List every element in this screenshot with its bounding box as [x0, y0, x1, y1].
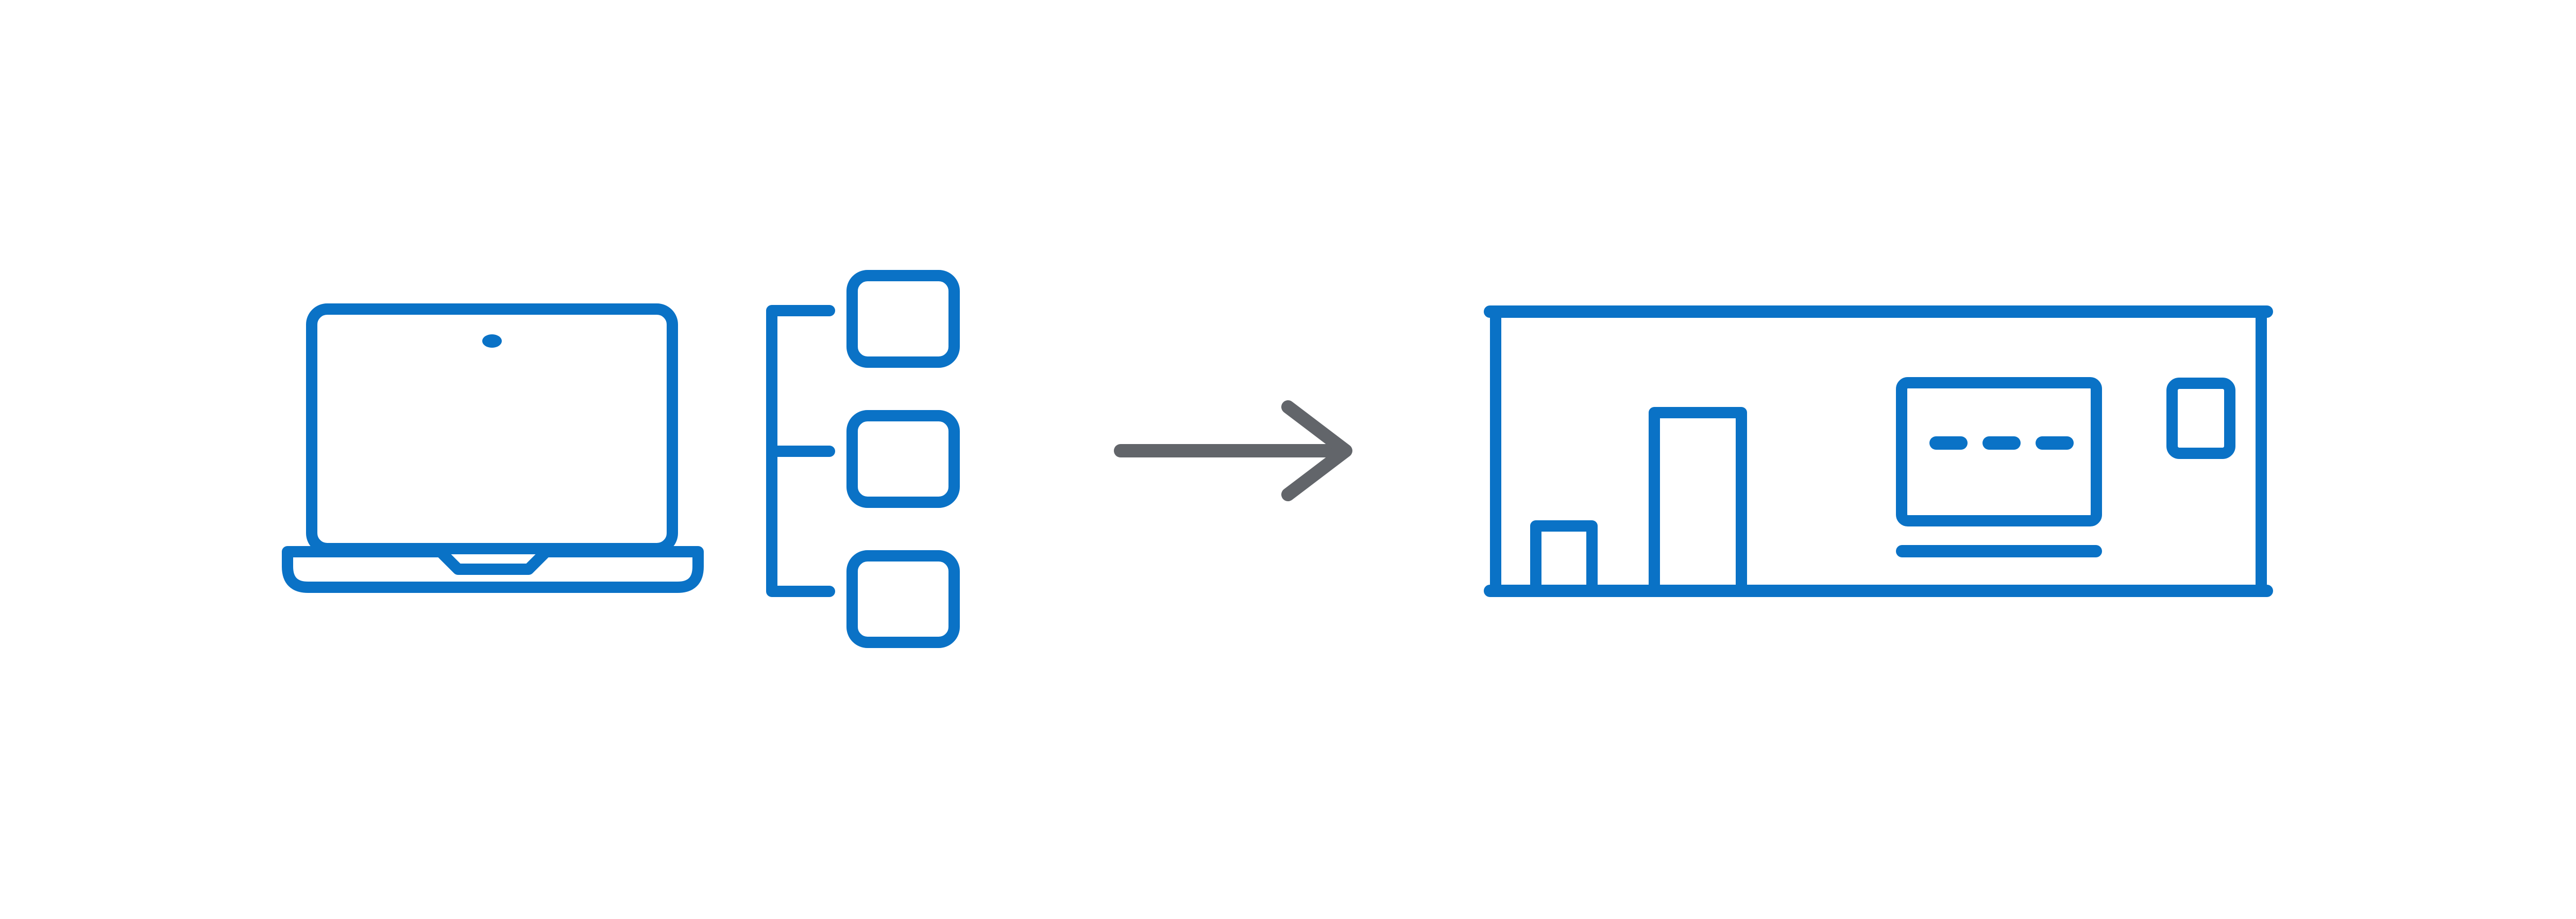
card-underline	[1896, 545, 2102, 557]
bar-chart-column-short	[1530, 520, 1598, 597]
dashboard-side-tile	[2166, 378, 2235, 459]
laptop-base-outline	[282, 546, 704, 593]
dashboard-top-bar	[1484, 305, 2273, 318]
dashboard-icon	[1484, 305, 2273, 597]
laptop-webcam-icon	[482, 334, 502, 348]
laptop-screen-outline	[306, 303, 678, 554]
dashboard-card-outline	[1896, 377, 2102, 526]
laptop-icon	[282, 303, 704, 593]
arrow-head	[1281, 400, 1352, 501]
hierarchy-tree-icon	[766, 270, 960, 648]
dashboard-bottom-bar	[1484, 585, 2273, 597]
dashboard-card	[1896, 377, 2102, 557]
card-dash-3	[2036, 436, 2074, 450]
bar-chart-column-tall	[1649, 407, 1747, 597]
source-group	[282, 270, 960, 648]
tree-node-1	[846, 270, 960, 368]
card-dash-2	[1982, 436, 2021, 450]
card-dash-1	[1929, 436, 1968, 450]
tree-node-2	[846, 410, 960, 508]
tree-node-3	[846, 550, 960, 648]
right-arrow-icon	[1114, 400, 1352, 501]
